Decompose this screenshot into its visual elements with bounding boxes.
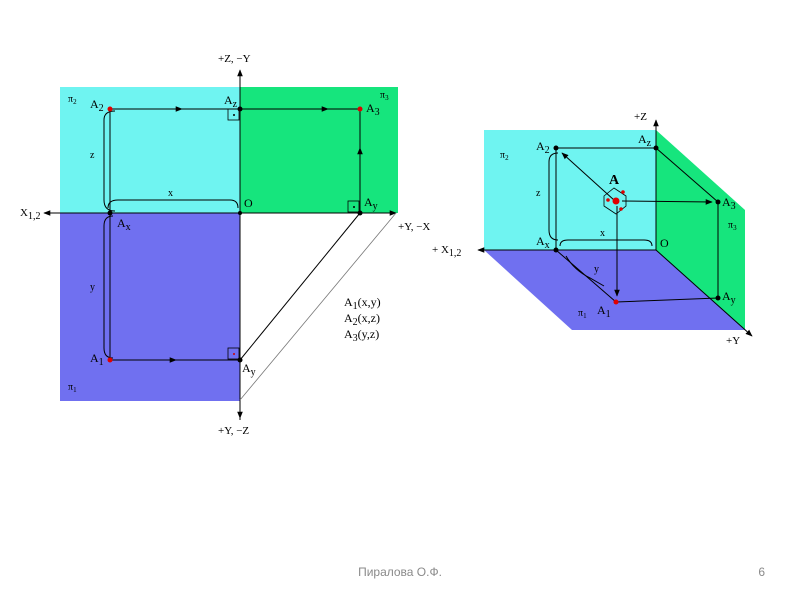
right-point-a-mark <box>621 190 625 194</box>
right-point-ay <box>715 295 721 301</box>
left-label-ax: Ax <box>117 216 131 233</box>
left-plane-pi2-label: π2 <box>68 94 77 106</box>
right-point-a <box>612 197 620 205</box>
left-axis-top-label: +Z, −Y <box>218 53 251 65</box>
left-dim-y-label: y <box>90 282 95 293</box>
left-axis-left-label: X1,2 <box>20 207 40 222</box>
left-point-a1 <box>107 357 113 363</box>
right-line-az-a3 <box>655 147 719 203</box>
right-point-ax <box>553 247 559 253</box>
left-dim-y-bracket <box>103 215 114 359</box>
left-right-angle-ay-bottom-dot <box>233 353 235 355</box>
left-axis-bottom-label: +Y, −Z <box>218 425 249 437</box>
right-origin-label: O <box>660 236 669 250</box>
right-dim-x-bracket <box>559 239 653 247</box>
left-point-az <box>237 106 243 112</box>
right-point-a-cube <box>603 187 627 215</box>
right-label-a: A <box>609 173 620 188</box>
right-point-a1 <box>613 299 619 305</box>
left-legend: A1(x,y) A2(x,z) A3(y,z) <box>344 295 381 344</box>
right-axis-x-label: + X1,2 <box>432 244 461 259</box>
right-label-az: Az <box>638 132 652 149</box>
left-point-ay-right <box>357 210 363 216</box>
page-number: 6 <box>758 565 765 579</box>
legend-row: A3(y,z) <box>344 327 379 344</box>
right-label-ay: Ay <box>722 289 736 306</box>
right-point-a-mark <box>619 207 623 211</box>
left-label-a3: A3 <box>366 101 380 118</box>
left-plane-pi1-label: π1 <box>68 382 77 394</box>
left-plane-pi1 <box>60 213 240 401</box>
right-line-a1-ay <box>615 297 719 303</box>
right-plane-pi1-label: π1 <box>578 308 587 320</box>
left-axis-right-label: +Y, −X <box>398 221 430 233</box>
right-point-az <box>653 145 659 151</box>
right-3d-view: +Z + X1,2 +Y O π2 π3 π1 A A2 Az A3 Ax A1… <box>432 111 753 347</box>
right-plane-pi2-label: π2 <box>500 150 509 162</box>
left-point-ax <box>107 210 113 216</box>
left-label-a1: A1 <box>90 351 104 368</box>
right-point-a3 <box>715 199 721 205</box>
left-label-ay-right: Ay <box>364 195 378 212</box>
left-right-angle-ay-dot <box>353 206 355 208</box>
right-axis-y <box>655 249 753 337</box>
right-point-a-mark <box>606 198 610 202</box>
legend-row: A2(x,z) <box>344 311 380 328</box>
left-label-a2: A2 <box>90 97 104 114</box>
left-dim-x-bracket <box>107 199 239 209</box>
right-axis-y-label: +Y <box>726 335 740 347</box>
left-label-ay-bottom: Ay <box>242 361 256 378</box>
right-label-a1: A1 <box>597 303 611 320</box>
left-dim-z-bracket <box>103 110 116 212</box>
right-dim-z-label: z <box>536 188 541 199</box>
right-label-ax: Ax <box>536 234 550 251</box>
right-ray-a-a2 <box>561 152 615 201</box>
left-right-angle-az-dot <box>233 114 235 116</box>
left-diagonal-transfer <box>239 212 361 361</box>
left-label-az: Az <box>224 93 238 110</box>
legend-row: A1(x,y) <box>344 295 381 312</box>
right-point-a2 <box>553 145 559 151</box>
right-dim-z-bracket <box>548 152 559 241</box>
right-ray-a-a3 <box>621 199 713 205</box>
right-plane-pi3-label: π3 <box>728 220 737 232</box>
left-right-angle-ay-bottom <box>227 347 240 360</box>
right-dim-y-label: y <box>594 264 599 275</box>
left-right-angle-ay <box>347 200 360 213</box>
right-axis-z-label: +Z <box>634 111 647 123</box>
left-plane-pi2 <box>60 87 240 213</box>
left-dim-x-label: x <box>168 188 173 199</box>
right-label-a2: A2 <box>536 139 550 156</box>
footer-author: Пиралова О.Ф. <box>358 565 442 579</box>
left-point-a2 <box>107 106 113 112</box>
right-plane-pi3 <box>656 130 745 330</box>
left-point-ay-bottom <box>237 357 243 363</box>
left-plane-pi3 <box>240 87 398 213</box>
right-plane-pi2 <box>484 130 656 250</box>
left-point-a3 <box>357 106 363 112</box>
right-label-a3: A3 <box>722 195 736 212</box>
left-diagonal-guide <box>239 212 397 401</box>
right-dim-y-bracket <box>565 255 605 287</box>
left-point-origin <box>238 211 242 215</box>
left-right-angle-az <box>227 108 240 121</box>
left-plane-pi3-label: π3 <box>380 90 389 102</box>
left-dim-z-label: z <box>90 150 95 161</box>
left-origin-label: O <box>244 196 253 210</box>
left-epure: +Z, −Y X1,2 +Y, −X +Y, −Z O π2 π3 π1 A2 … <box>20 53 430 437</box>
right-dim-x-label: x <box>600 228 605 239</box>
